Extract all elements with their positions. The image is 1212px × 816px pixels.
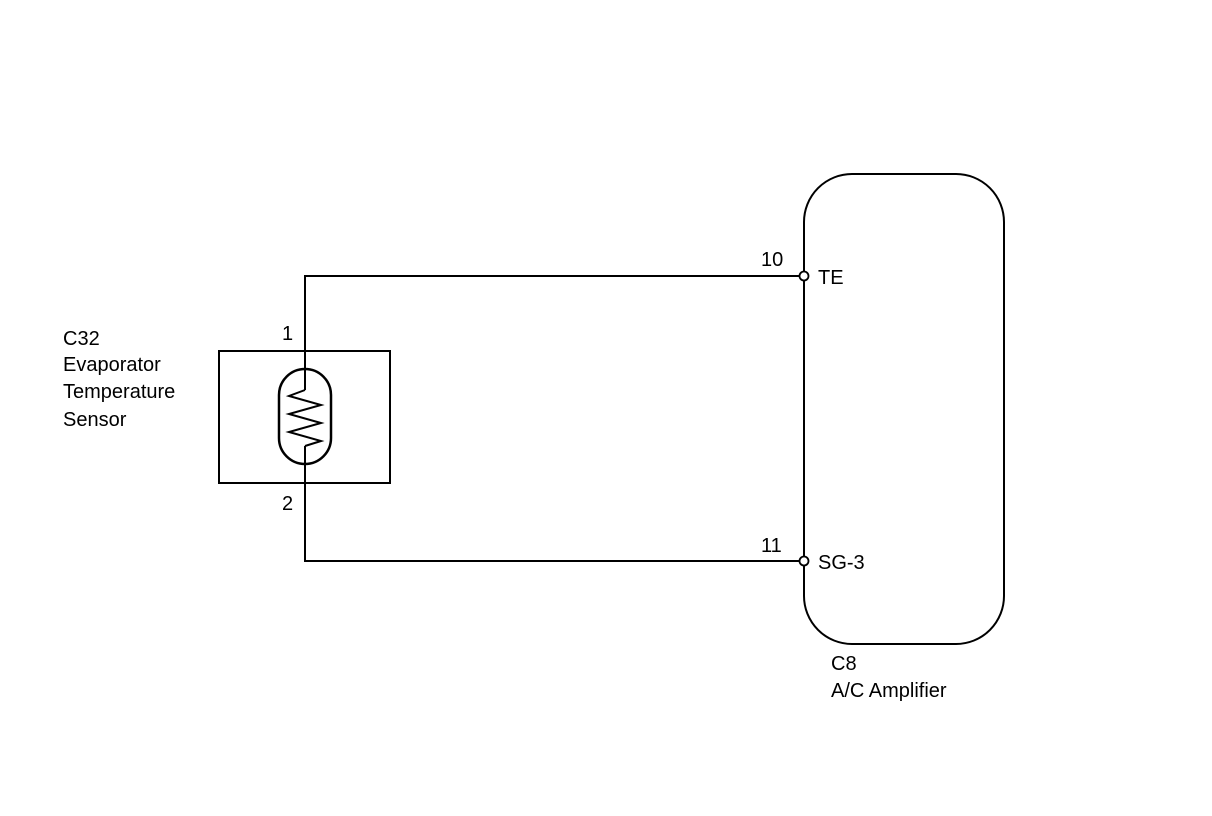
thermistor-zigzag-icon: [285, 389, 325, 447]
sensor-pin-1: 1: [282, 323, 293, 345]
amplifier-pin-10: 10: [761, 249, 783, 271]
sensor-pin-2: 2: [282, 493, 293, 515]
wire-te: [304, 275, 804, 390]
terminal-label-te: TE: [818, 267, 844, 289]
amplifier-block: [803, 173, 1005, 645]
sensor-name-line-3: Sensor: [63, 409, 127, 431]
amplifier-name: A/C Amplifier: [831, 680, 947, 702]
wire-sg3: [304, 446, 804, 562]
sensor-name-line-2: Temperature: [63, 381, 175, 403]
terminal-sg3-circle: [798, 555, 810, 567]
sensor-code: C32: [63, 328, 100, 350]
amplifier-pin-11: 11: [761, 535, 782, 557]
amplifier-code: C8: [831, 653, 857, 675]
sensor-name-line-1: Evaporator: [63, 354, 161, 376]
terminal-te-circle: [798, 270, 810, 282]
terminal-label-sg3: SG-3: [818, 552, 865, 574]
